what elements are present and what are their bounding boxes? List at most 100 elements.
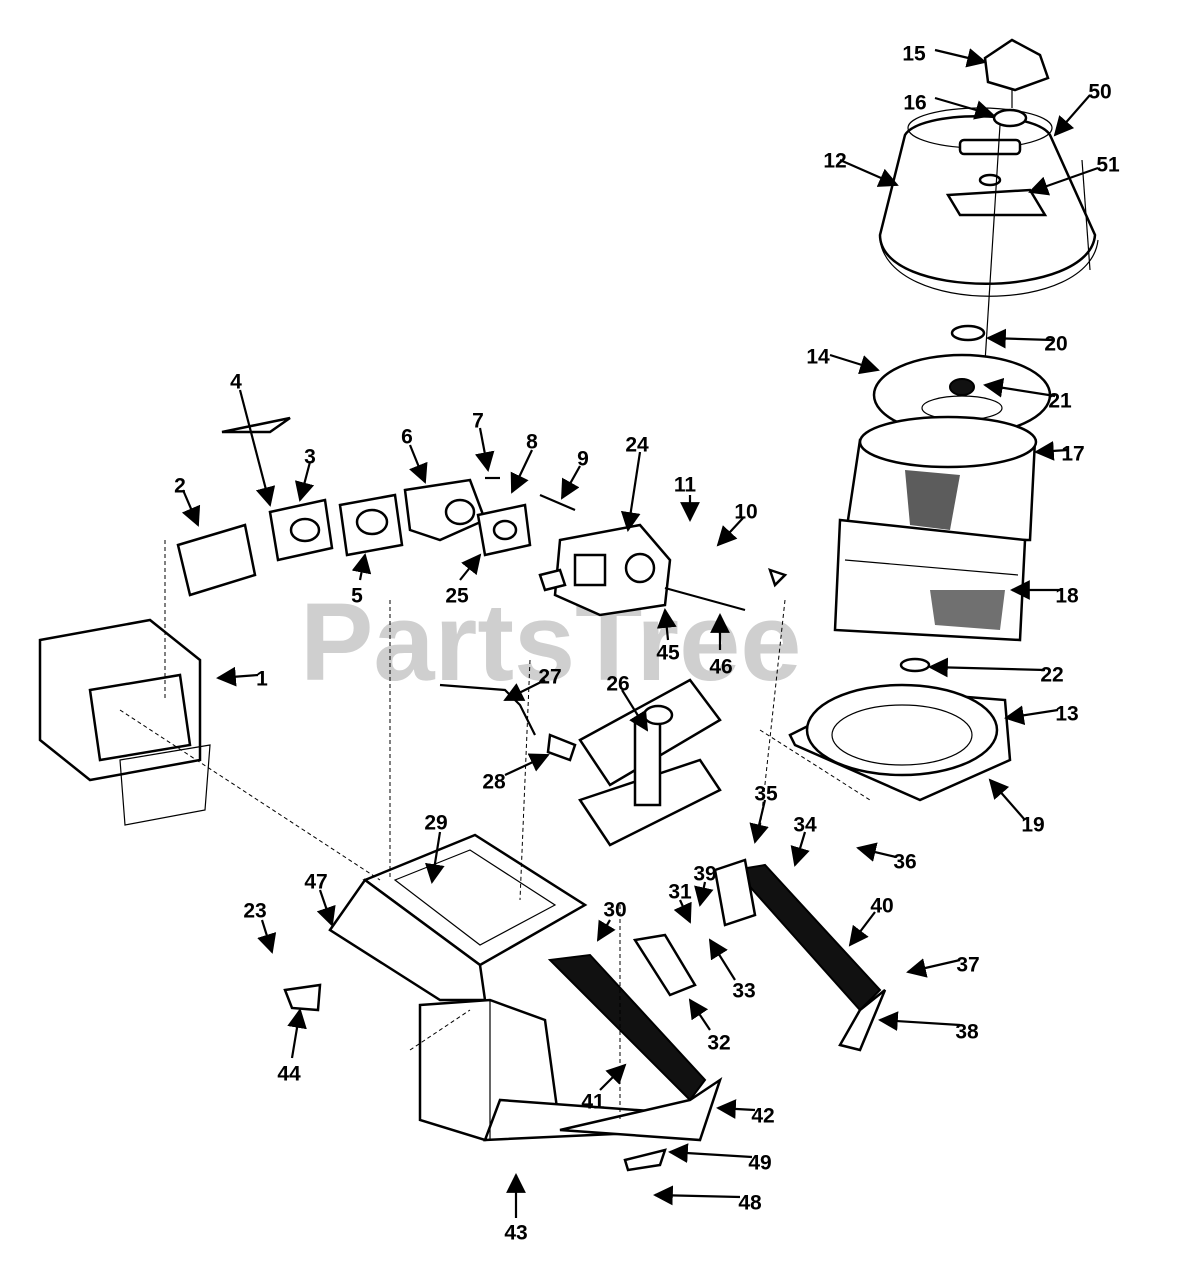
callout-number: 42: [751, 1105, 774, 1128]
callout-number: 18: [1055, 585, 1079, 608]
leader-arrow: [668, 1143, 753, 1163]
leader-arrow: [856, 842, 897, 862]
intake-elbow-6: [403, 478, 487, 542]
leader-arrow: [1053, 94, 1091, 137]
leader-arrow: [294, 461, 315, 502]
callout-38: 38: [878, 1011, 979, 1044]
leader-arrow: [425, 831, 445, 884]
callout-number: 13: [1055, 703, 1078, 726]
callout-37: 37: [906, 954, 980, 978]
callout-35: 35: [749, 783, 778, 844]
callout-number: 1: [256, 668, 268, 691]
callout-number: 16: [903, 92, 926, 115]
leader-arrow: [694, 881, 714, 907]
bracket-32: [632, 933, 697, 997]
air-cleaner-base: [788, 683, 1012, 802]
leader-arrow: [653, 1185, 741, 1206]
bracket-39: [713, 858, 757, 927]
callout-6: 6: [401, 426, 428, 484]
callout-48: 48: [653, 1185, 762, 1215]
callout-number: 32: [707, 1032, 730, 1055]
callout-22: 22: [928, 657, 1064, 687]
callout-8: 8: [510, 431, 538, 494]
air-cleaner-cover: [878, 107, 1099, 297]
callout-28: 28: [482, 753, 550, 794]
leader-arrow: [716, 1099, 756, 1119]
leader-arrow: [749, 799, 769, 844]
callout-4: 4: [230, 371, 276, 507]
leader-arrow: [934, 48, 987, 68]
leader-arrow: [181, 489, 201, 527]
engine-flange: [38, 618, 211, 826]
callout-39: 39: [693, 863, 717, 907]
callout-32: 32: [688, 998, 731, 1055]
callout-number: 25: [445, 585, 469, 608]
leader-arrow: [287, 1008, 307, 1059]
callout-44: 44: [277, 1008, 307, 1086]
callout-42: 42: [716, 1099, 775, 1128]
callout-21: 21: [983, 377, 1072, 413]
callout-number: 51: [1096, 154, 1120, 177]
callout-number: 4: [230, 371, 242, 394]
callout-number: 5: [351, 585, 363, 608]
callout-49: 49: [668, 1143, 772, 1175]
leader-arrow: [928, 657, 1046, 678]
callout-47: 47: [304, 871, 336, 927]
callout-20: 20: [986, 328, 1068, 356]
callout-number: 35: [754, 783, 778, 806]
leader-arrow: [1028, 166, 1099, 196]
callout-number: 31: [668, 881, 692, 904]
callout-number: 2: [174, 475, 186, 498]
callout-7: 7: [472, 410, 495, 472]
gasket-20: [950, 324, 986, 342]
callout-30: 30: [596, 899, 627, 942]
callout-46: 46: [709, 613, 733, 679]
leader-arrow: [238, 389, 276, 507]
callout-1: 1: [216, 666, 268, 691]
leader-arrow: [408, 444, 428, 484]
callout-43: 43: [504, 1173, 528, 1245]
footrest-right: [733, 863, 887, 1052]
leader-arrow: [656, 608, 677, 641]
callout-number: 48: [738, 1192, 762, 1215]
leader-arrow: [1004, 705, 1059, 726]
callout-11: 11: [674, 474, 700, 522]
callout-number: 9: [577, 448, 589, 471]
callout-45: 45: [656, 608, 680, 665]
leader-arrow: [351, 553, 372, 581]
callout-15: 15: [902, 43, 987, 68]
leader-arrow: [934, 96, 995, 120]
callout-13: 13: [1004, 703, 1079, 726]
callout-33: 33: [708, 938, 756, 1003]
callout-number: 15: [902, 43, 926, 66]
callout-18: 18: [1010, 580, 1079, 608]
callout-50: 50: [1053, 81, 1112, 137]
leader-arrow: [790, 831, 810, 867]
callout-number: 19: [1021, 814, 1044, 837]
callout-10: 10: [716, 501, 758, 547]
fitting-28: [546, 733, 577, 762]
screw-46: [664, 586, 746, 612]
callout-number: 37: [956, 954, 979, 977]
leader-arrow: [1034, 441, 1069, 461]
callout-number: 50: [1088, 81, 1111, 104]
leader-arrow: [316, 889, 336, 927]
callout-14: 14: [806, 346, 880, 375]
leader-arrow: [216, 666, 259, 687]
callout-number: 34: [793, 814, 817, 837]
leader-arrow: [983, 377, 1056, 398]
washer-16: [992, 108, 1028, 128]
shift-lever-bracket: [578, 678, 722, 847]
leader-arrow: [878, 1011, 961, 1031]
callout-number: 49: [748, 1152, 771, 1175]
callout-number: 7: [472, 410, 484, 433]
callout-number: 41: [581, 1091, 605, 1114]
callout-number: 28: [482, 771, 506, 794]
callout-number: 39: [693, 863, 716, 886]
callout-number: 27: [538, 666, 561, 689]
callout-40: 40: [848, 895, 894, 947]
gasket-2: [176, 523, 257, 597]
callout-34: 34: [790, 814, 817, 867]
callout-number: 47: [304, 871, 327, 894]
wing-knob: [983, 38, 1050, 108]
